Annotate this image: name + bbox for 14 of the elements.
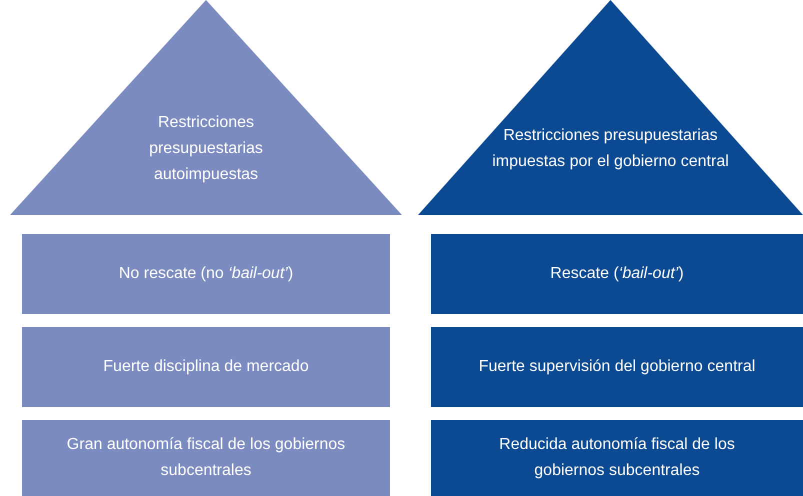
- box-label: Fuerte supervisión del gobierno central: [478, 357, 756, 377]
- box-label: Gran autonomía fiscal de los gobiernos subcentrales: [66, 435, 346, 481]
- triangle-label: Restricciones presupuestarias impuestas por el gobierno central: [491, 126, 730, 172]
- box-label: Rescate (‘bail-out’): [549, 264, 685, 284]
- pillar-box: [22, 234, 390, 314]
- box-label: No rescate (no ‘bail-out’): [118, 264, 294, 284]
- pillar-box: [22, 327, 390, 407]
- pillar-box: [431, 327, 803, 407]
- pillar-box: [431, 420, 803, 496]
- pillar-box: [431, 234, 803, 314]
- triangle-label: Restricciones presupuestarias autoimpuestas: [148, 113, 264, 185]
- box-label: Reducida autonomía fiscal de los gobiernos subcentrales: [498, 435, 736, 481]
- pillar-box: [22, 420, 390, 496]
- box-label: Fuerte disciplina de mercado: [102, 357, 310, 377]
